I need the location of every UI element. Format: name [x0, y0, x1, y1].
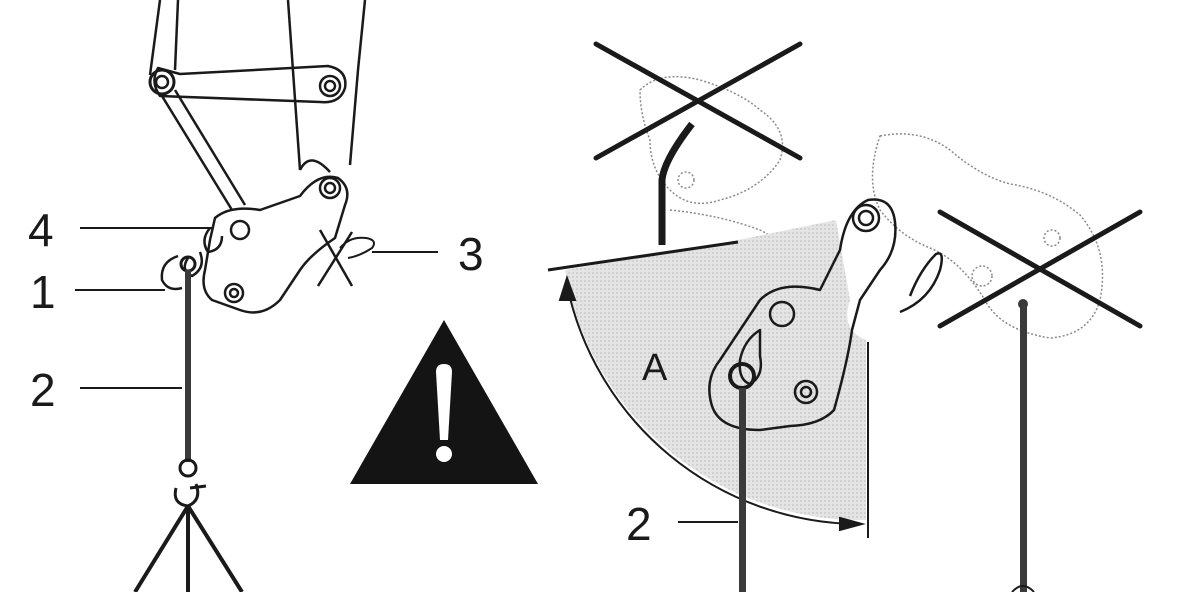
angle-label: A	[642, 347, 668, 389]
callout-2-right: 2	[626, 498, 652, 550]
coupler-correct	[708, 198, 944, 432]
callout-4: 4	[28, 204, 54, 256]
warning-triangle-icon	[350, 320, 538, 484]
callout-1: 1	[30, 266, 56, 318]
callout-leaders-left	[75, 227, 438, 389]
lifting-chain-right	[739, 388, 746, 592]
lifting-chain-left	[133, 270, 244, 594]
cross-out-icon	[593, 41, 803, 161]
excavator-arm	[148, 0, 367, 314]
angle-arc	[558, 274, 869, 538]
callout-2-left: 2	[30, 364, 56, 416]
wrong-rope-right	[1011, 299, 1035, 593]
rotation-sector	[565, 220, 866, 521]
cross-out-icon	[937, 209, 1143, 329]
forbidden-hand-icon	[316, 229, 375, 287]
reference-line	[547, 240, 739, 272]
wrong-rope-left	[658, 121, 695, 245]
callout-3: 3	[458, 228, 484, 280]
